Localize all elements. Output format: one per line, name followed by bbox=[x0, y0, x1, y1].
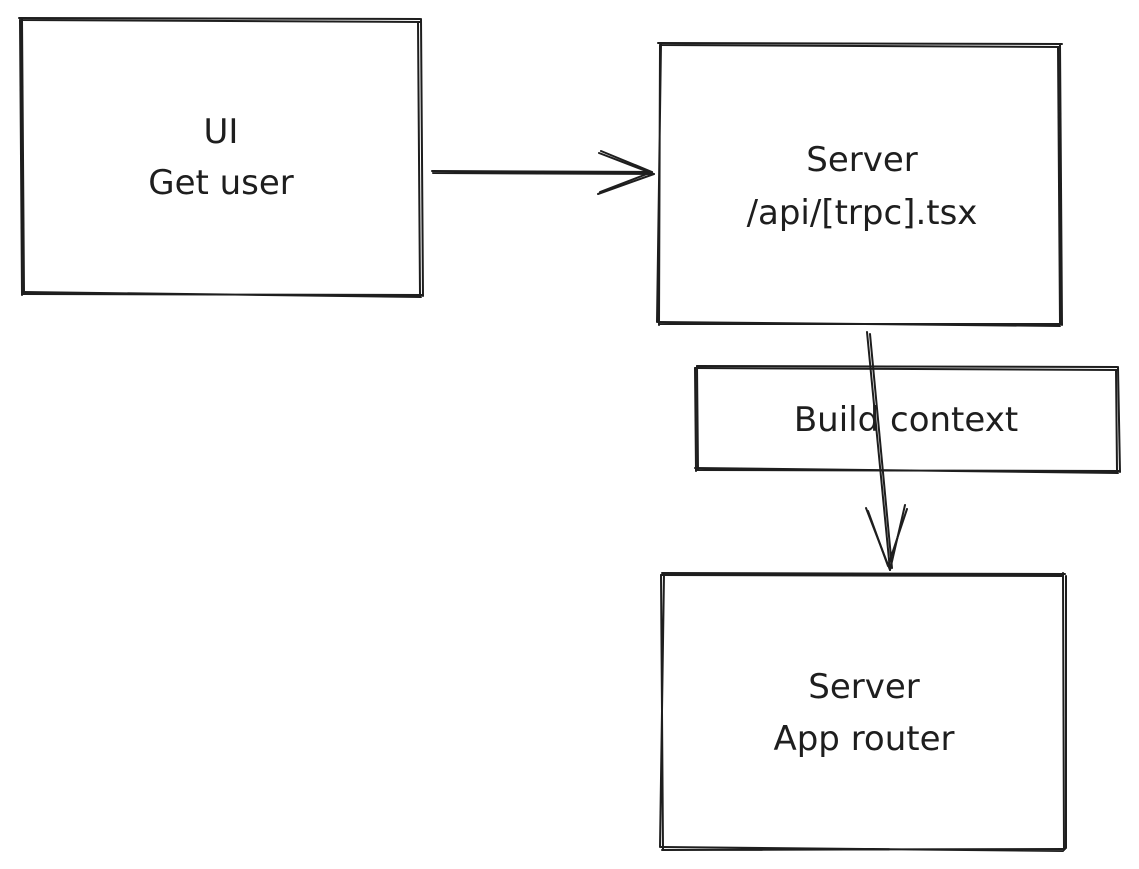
app-router-box-subtitle: App router bbox=[773, 719, 954, 759]
app-router-box-title: Server bbox=[808, 667, 920, 707]
arrow-ui-to-api bbox=[431, 150, 655, 195]
ui-box-subtitle: Get user bbox=[148, 163, 294, 203]
build-context-box: Build context bbox=[694, 365, 1121, 474]
ui-box: UI Get user bbox=[18, 17, 424, 298]
arrow-api-to-app-router bbox=[865, 331, 908, 571]
api-server-box-title: Server bbox=[806, 140, 918, 180]
app-router-server-box: Server App router bbox=[659, 572, 1067, 852]
api-server-box-route: /api/[trpc].tsx bbox=[747, 193, 978, 233]
build-context-label: Build context bbox=[794, 400, 1018, 440]
ui-box-title: UI bbox=[204, 112, 239, 152]
api-server-box: Server /api/[trpc].tsx bbox=[656, 42, 1063, 327]
